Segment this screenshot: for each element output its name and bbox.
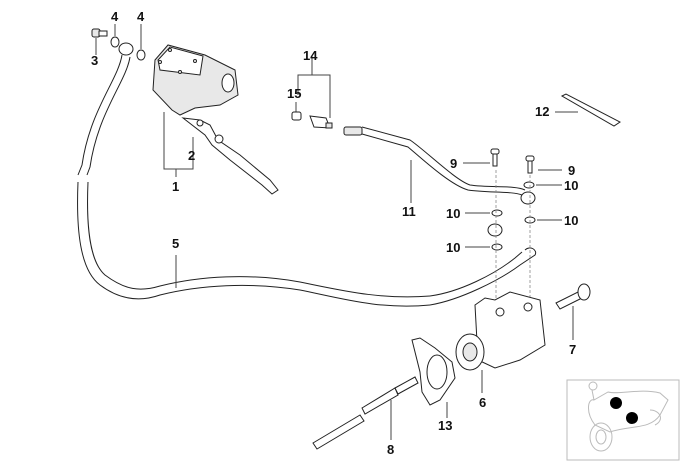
bushing-15[interactable] [291,111,302,121]
banjo-fitting [487,223,503,237]
clutch-slave-cylinder[interactable] [455,291,546,371]
clutch-hose[interactable] [77,42,537,307]
sealing-washer-10b[interactable] [491,209,503,217]
hex-bolt-8[interactable] [555,283,591,310]
adapter-14[interactable] [309,115,333,129]
callout-12[interactable]: 12 [535,104,549,119]
locator-marker-1 [610,397,622,409]
leader-bracket-14 [297,74,331,118]
sealing-washer-10a[interactable] [523,181,535,189]
callout-15[interactable]: 15 [287,86,301,101]
callout-8[interactable]: 7 [569,342,576,357]
sealing-washer-10d[interactable] [491,243,503,251]
callout-1[interactable]: 1 [172,179,179,194]
clutch-line-11[interactable] [343,126,536,205]
callout-11[interactable]: 11 [402,204,416,219]
cable-tie-12[interactable] [560,93,621,127]
callout-14[interactable]: 14 [303,48,318,63]
callout-6[interactable]: 6 [479,395,486,410]
sealing-washer-4a[interactable] [110,36,120,48]
banjo-bolt-9b[interactable] [525,155,535,174]
leader-bracket-1-2 [163,112,194,170]
clutch-master-cylinder[interactable] [152,44,239,116]
callout-5[interactable]: 5 [172,236,179,251]
banjo-bolt-3[interactable] [91,28,108,38]
sealing-washer-4b[interactable] [136,49,146,61]
callout-3[interactable]: 3 [91,53,98,68]
motorcycle-locator-thumbnail [566,379,680,461]
callout-4b[interactable]: 4 [137,9,145,24]
locator-marker-2 [626,412,638,424]
motorcycle-outline-icon [588,381,669,452]
push-rod-7[interactable] [312,376,419,450]
callout-9a[interactable]: 9 [450,156,457,171]
banjo-bolt-9a[interactable] [490,148,500,167]
callout-10b[interactable]: 10 [446,206,460,221]
callout-9b[interactable]: 9 [568,163,575,178]
callout-10d[interactable]: 10 [446,240,460,255]
callout-10c[interactable]: 10 [564,213,578,228]
clutch-lever[interactable] [181,117,279,195]
callout-13[interactable]: 13 [438,418,452,433]
callout-4a[interactable]: 4 [111,9,119,24]
callout-10a[interactable]: 10 [564,178,578,193]
callout-2[interactable]: 2 [188,148,195,163]
callout-7[interactable]: 8 [387,442,394,457]
gasket-13[interactable] [411,337,456,406]
